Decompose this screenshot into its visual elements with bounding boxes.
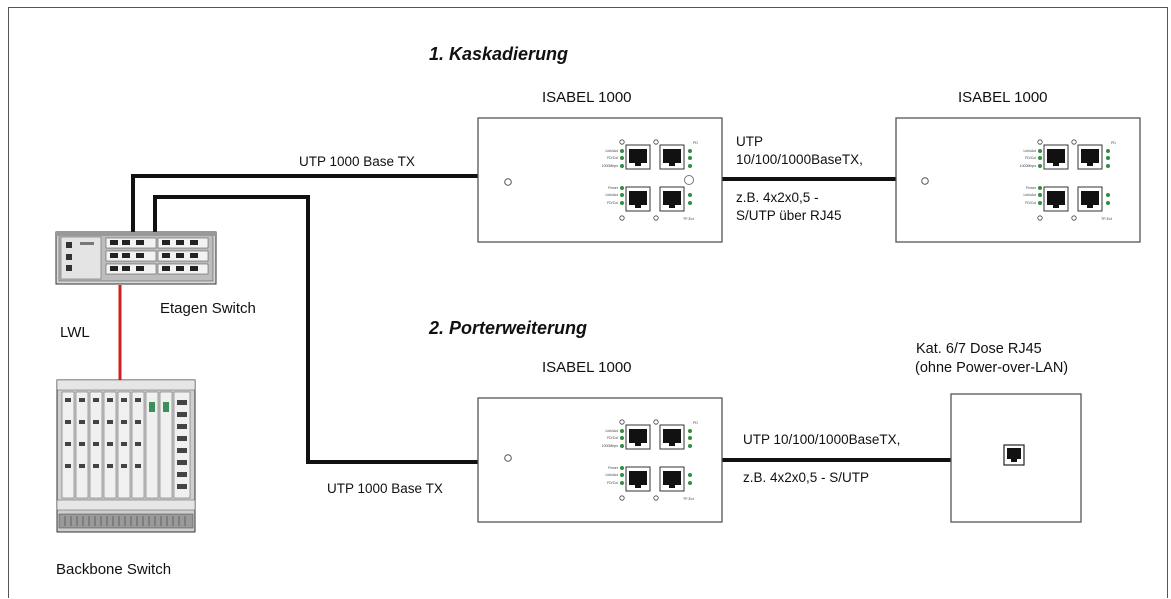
- port-led-label: PD: [693, 141, 698, 145]
- isabel-panel-top-left: Link/Act FD/Col 1000Mbps Power Link/Act …: [477, 117, 723, 243]
- diagram-frame: [8, 7, 1168, 598]
- device-label-backbone-switch: Backbone Switch: [56, 561, 172, 578]
- rj45-port-group: Link/Act FD/Col 1000Mbps Power Link/Act …: [602, 419, 698, 501]
- device-label-isabel-bottom: ISABEL 1000: [542, 359, 632, 376]
- backbone-switch-device: [56, 379, 196, 533]
- rj45-wall-socket: [950, 393, 1082, 523]
- cascade-spec-line1: UTP: [736, 134, 763, 149]
- cascade-spec-line4: S/UTP über RJ45: [736, 208, 842, 223]
- port-led-label: FD/Col: [1025, 156, 1036, 160]
- cascade-spec-line2: 10/100/1000BaseTX,: [736, 152, 863, 167]
- port-led-label: FD/Col: [607, 201, 618, 205]
- port-led-label: TP-Ext: [683, 217, 694, 221]
- dose-label-line1: Kat. 6/7 Dose RJ45: [916, 341, 1042, 357]
- cascade-spec-line3: z.B. 4x2x0,5 -: [736, 190, 819, 205]
- link-label-utp-bottom: UTP 1000 Base TX: [327, 481, 443, 496]
- panel-screw: [684, 175, 694, 185]
- port-led-label: Link/Act: [1024, 149, 1036, 153]
- port-led-label: 1000Mbps: [1020, 164, 1037, 168]
- rj45-port-group: Link/Act FD/Col 1000Mbps Power Link/Act …: [1020, 139, 1116, 221]
- port-led-label: Power: [608, 466, 619, 470]
- port-led-label: Link/Act: [606, 429, 618, 433]
- port-led-label: 1000Mbps: [602, 164, 619, 168]
- port-led-label: TP-Ext: [683, 497, 694, 501]
- port-led-label: PD: [1111, 141, 1116, 145]
- port-led-label: TP-Ext: [1101, 217, 1112, 221]
- port-led-label: Link/Act: [606, 149, 618, 153]
- port-led-label: Link/Act: [606, 193, 618, 197]
- etagen-switch-device: [55, 231, 217, 285]
- heading-kaskadierung: 1. Kaskadierung: [429, 44, 569, 64]
- panel-screw: [921, 177, 929, 185]
- panel-screw: [504, 454, 512, 462]
- cables: [131, 174, 951, 464]
- port-ext-spec-line2: z.B. 4x2x0,5 - S/UTP: [743, 470, 870, 485]
- port-led-label: Power: [608, 186, 619, 190]
- port-led-label: FD/Col: [607, 156, 618, 160]
- port-led-label: FD/Col: [607, 481, 618, 485]
- dose-label-line2: (ohne Power-over-LAN): [915, 360, 1069, 376]
- cable-switch-to-isabel-top: [131, 174, 478, 238]
- port-led-label: PD: [693, 421, 698, 425]
- heading-porterweiterung: 2. Porterweiterung: [429, 318, 588, 338]
- link-label-lwl: LWL: [60, 324, 90, 341]
- isabel-panel-bottom: Link/Act FD/Col 1000Mbps Power Link/Act …: [477, 397, 723, 523]
- port-led-label: FD/Col: [607, 436, 618, 440]
- rj45-port-group: Link/Act FD/Col 1000Mbps Power Link/Act …: [602, 139, 698, 221]
- device-label-isabel-top-left: ISABEL 1000: [542, 89, 632, 106]
- device-label-etagen-switch: Etagen Switch: [160, 300, 256, 317]
- port-led-label: Link/Act: [1024, 193, 1036, 197]
- link-label-utp-top: UTP 1000 Base TX: [299, 154, 415, 169]
- panel-screw: [504, 178, 512, 186]
- port-led-label: Power: [1026, 186, 1037, 190]
- port-led-label: Link/Act: [606, 473, 618, 477]
- cable-switch-to-isabel-bottom: [153, 195, 478, 464]
- port-led-label: 1000Mbps: [602, 444, 619, 448]
- port-ext-spec-line1: UTP 10/100/1000BaseTX,: [743, 432, 901, 447]
- isabel-panel-top-right: Link/Act FD/Col 1000Mbps Power Link/Act …: [895, 117, 1141, 243]
- device-label-isabel-top-right: ISABEL 1000: [958, 89, 1048, 106]
- port-led-label: FD/Col: [1025, 201, 1036, 205]
